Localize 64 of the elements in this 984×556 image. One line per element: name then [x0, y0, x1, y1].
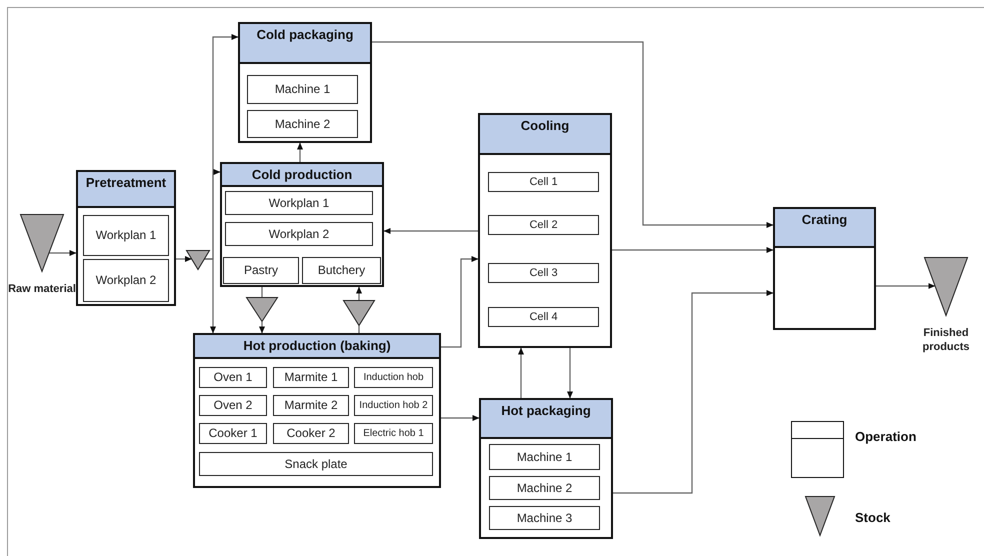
operation-title: Cold production — [222, 164, 382, 187]
resource-box: Marmite 1 — [273, 367, 349, 388]
resource-box: Butchery — [302, 257, 381, 284]
resource-box: Cell 2 — [488, 215, 599, 235]
resource-box: Machine 3 — [489, 506, 600, 530]
arrow — [384, 228, 478, 234]
stock-label: Raw material — [7, 282, 77, 296]
resource-box: Machine 1 — [247, 75, 358, 104]
operation-box — [220, 162, 384, 287]
resource-box: Induction hob 2 — [354, 395, 433, 416]
resource-box: Cooker 2 — [273, 423, 349, 444]
arrow — [567, 348, 573, 398]
resource-box: Marmite 2 — [273, 395, 349, 416]
resource-box: Machine 2 — [489, 476, 600, 500]
resource-box: Oven 1 — [199, 367, 267, 388]
arrow — [876, 283, 936, 289]
resource-box: Workplan 1 — [225, 191, 373, 215]
operation-box — [773, 207, 876, 330]
stock-triangle — [186, 250, 210, 270]
resource-box: Induction hob — [354, 367, 433, 388]
operation-box — [478, 113, 612, 348]
operation-box — [76, 170, 176, 306]
arrow — [297, 142, 303, 162]
legend-label: Operation — [855, 429, 916, 445]
resource-box: Workplan 2 — [225, 222, 373, 246]
arrow — [259, 322, 265, 334]
resource-box: Cell 1 — [488, 172, 599, 192]
operation-box — [193, 333, 441, 488]
resource-box: Cooker 1 — [199, 423, 267, 444]
resource-box: Pastry — [223, 257, 299, 284]
legend-label: Stock — [855, 510, 890, 526]
resource-box: Cell 4 — [488, 307, 599, 327]
resource-box: Snack plate — [199, 452, 433, 476]
arrow — [356, 286, 362, 300]
stock-triangle — [343, 300, 375, 326]
operation-title: Crating — [775, 209, 874, 248]
arrow — [49, 250, 76, 256]
resource-box: Workplan 2 — [83, 259, 169, 302]
operation-box — [479, 398, 613, 539]
operation-box — [238, 22, 372, 143]
operation-title: Pretreatment — [78, 172, 174, 208]
stock-triangle — [20, 214, 64, 272]
arrow — [441, 415, 480, 421]
arrow — [518, 348, 524, 398]
resource-box: Machine 2 — [247, 110, 358, 138]
arrow — [204, 258, 216, 334]
resource-box: Cell 3 — [488, 263, 599, 283]
arrow — [176, 256, 192, 262]
stock-triangle — [924, 257, 968, 316]
operation-title: Cooling — [480, 115, 610, 155]
resource-box: Oven 2 — [199, 395, 267, 416]
stock-label: Finished products — [921, 326, 971, 354]
resource-box: Machine 1 — [489, 444, 600, 470]
connector-line — [261, 287, 263, 297]
arrow — [372, 41, 774, 228]
operation-title: Cold packaging — [240, 24, 370, 64]
arrow — [441, 256, 478, 348]
arrow — [612, 247, 774, 253]
resource-box: Electric hob 1 — [354, 423, 433, 444]
arrow — [613, 290, 774, 494]
resource-box: Workplan 1 — [83, 215, 169, 256]
operation-title: Hot packaging — [481, 400, 611, 439]
operation-title: Hot production (baking) — [195, 335, 439, 359]
stock-triangle — [246, 297, 278, 322]
